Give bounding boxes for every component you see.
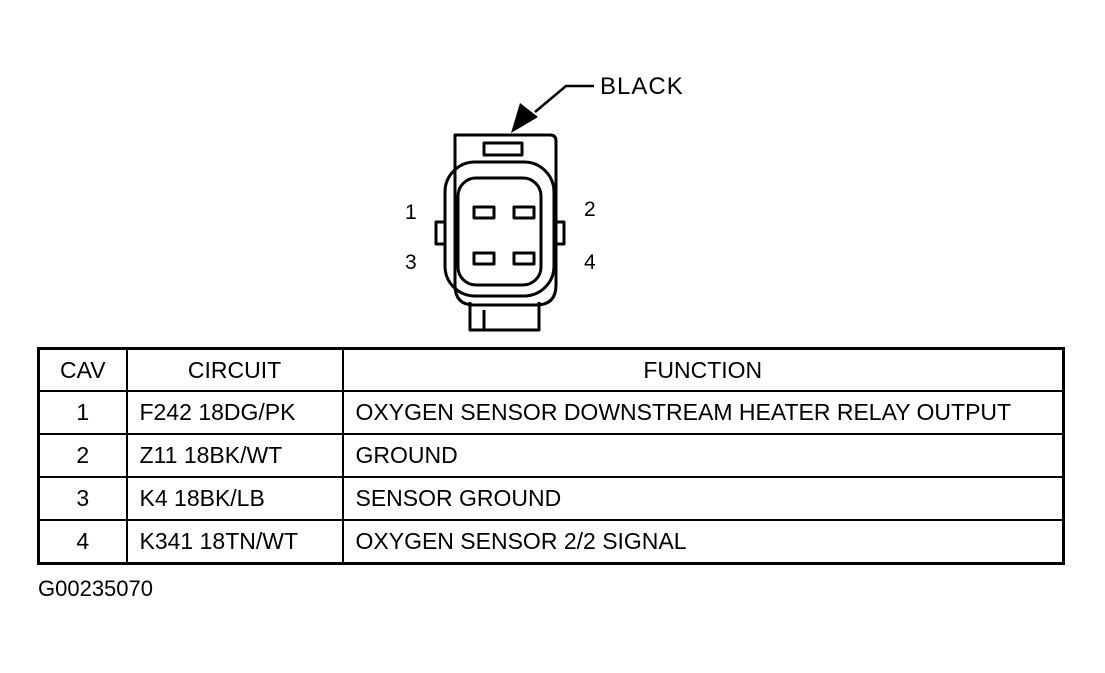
pin-label-1: 1 (405, 201, 417, 224)
top-lock-tab (482, 141, 524, 157)
bottom-latch (468, 302, 541, 332)
pinout-table: CAV CIRCUIT FUNCTION 1 F242 18DG/PK OXYG… (37, 347, 1065, 565)
circuit-cell: K4 18BK/LB (125, 476, 344, 521)
function-cell: OXYGEN SENSOR DOWNSTREAM HEATER RELAY OU… (341, 390, 1065, 435)
color-leader-arrow (511, 84, 594, 133)
table-row: 3 K4 18BK/LB SENSOR GROUND (37, 476, 1065, 521)
table-header-row: CAV CIRCUIT FUNCTION (37, 347, 1065, 392)
function-cell: SENSOR GROUND (341, 476, 1065, 521)
connector-color-label: BLACK (600, 73, 684, 100)
figure-code: G00235070 (38, 576, 153, 601)
table-row: 2 Z11 18BK/WT GROUND (37, 433, 1065, 478)
function-cell: OXYGEN SENSOR 2/2 SIGNAL (341, 519, 1065, 565)
connector-diagram (434, 84, 594, 332)
pin-label-4: 4 (584, 251, 596, 274)
cav-cell: 4 (37, 519, 128, 565)
connector-housing (453, 133, 558, 307)
cavity-2 (512, 205, 536, 220)
circuit-cell: F242 18DG/PK (125, 390, 344, 435)
function-cell: GROUND (341, 433, 1065, 478)
cav-cell: 2 (37, 433, 128, 478)
cav-cell: 3 (37, 476, 128, 521)
header-function: FUNCTION (341, 347, 1065, 392)
table-row: 1 F242 18DG/PK OXYGEN SENSOR DOWNSTREAM … (37, 390, 1065, 435)
pin-label-2: 2 (584, 198, 596, 221)
pin-label-3: 3 (405, 251, 417, 274)
circuit-cell: K341 18TN/WT (125, 519, 344, 565)
left-key (434, 220, 447, 246)
cavity-1 (472, 205, 496, 220)
header-circuit: CIRCUIT (125, 347, 344, 392)
table-row: 4 K341 18TN/WT OXYGEN SENSOR 2/2 SIGNAL (37, 519, 1065, 565)
cav-cell: 1 (37, 390, 128, 435)
right-key (553, 220, 566, 246)
circuit-cell: Z11 18BK/WT (125, 433, 344, 478)
header-cav: CAV (37, 347, 128, 392)
cavity-3 (472, 251, 496, 266)
cavity-4 (512, 251, 536, 266)
